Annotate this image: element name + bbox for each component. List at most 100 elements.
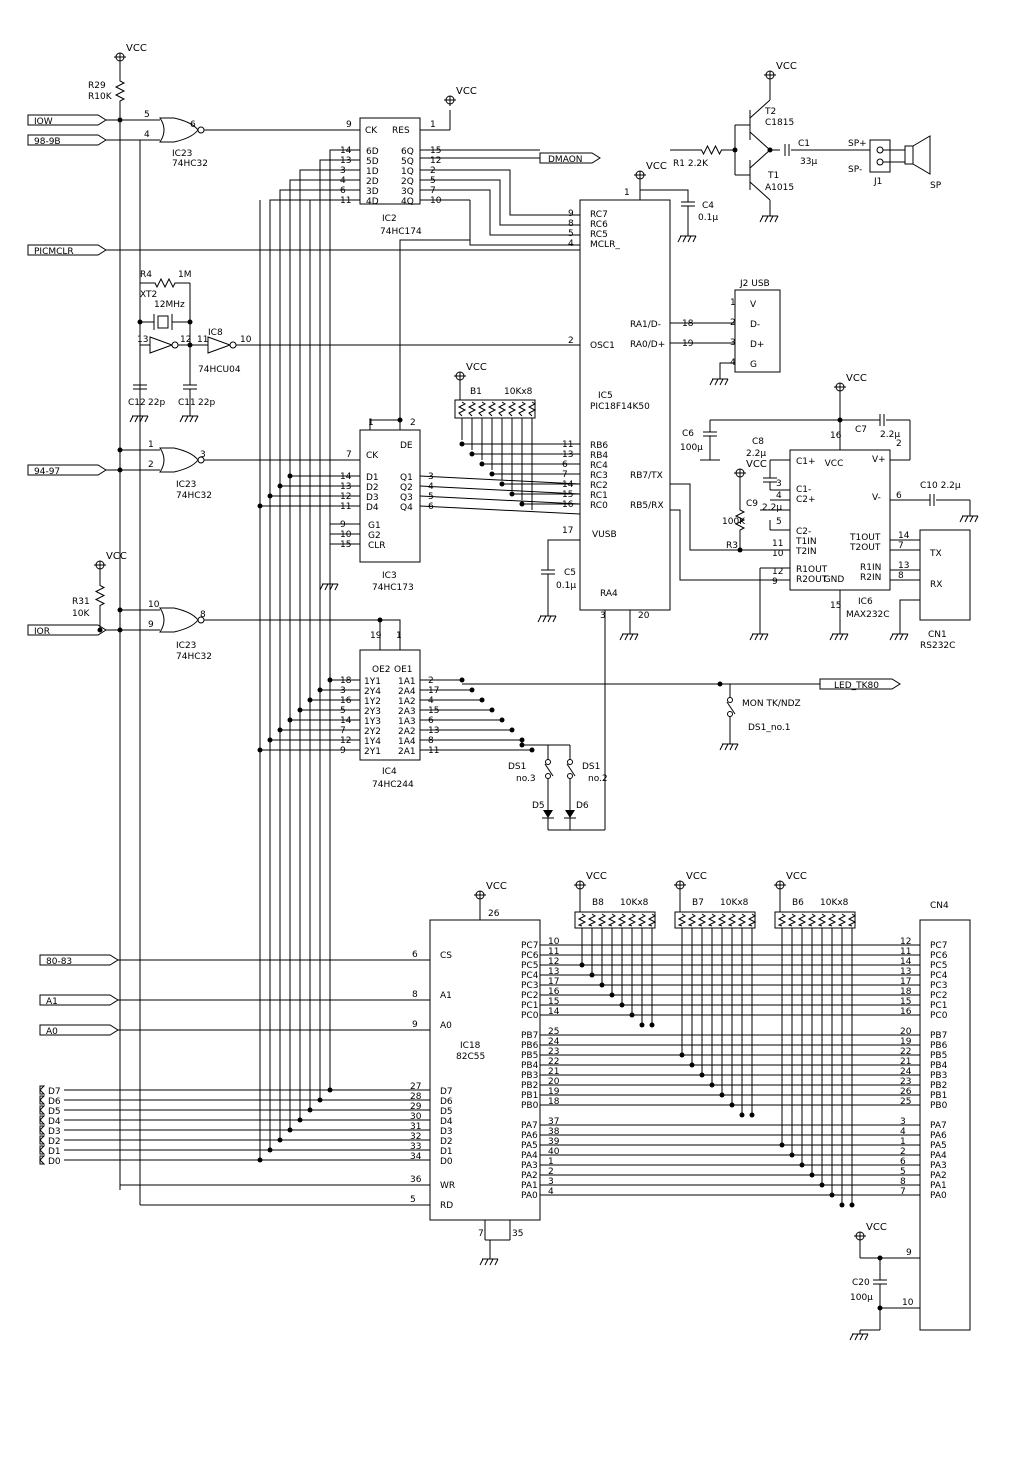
ic18-dpin-5: 32 xyxy=(410,1132,421,1142)
svg-text:18: 18 xyxy=(682,319,694,329)
cn4-pbpin-7: 25 xyxy=(900,1097,911,1107)
ic18-pc-1: PC6 xyxy=(521,951,539,961)
p989b-label-flag xyxy=(27,134,107,146)
ic4-apin-4: 6 xyxy=(428,716,434,726)
bus-d-6: D1 xyxy=(48,1147,61,1157)
cn4-pb-3: PB4 xyxy=(930,1061,948,1071)
ic18-pc-4: PC3 xyxy=(521,981,538,991)
ic18-pcpin-2: 12 xyxy=(548,957,559,967)
r29-value: R10K xyxy=(88,92,113,102)
ic18-pcpin-4: 17 xyxy=(548,977,559,987)
ic6-right-6: R2IN xyxy=(860,573,881,583)
cn4-pb-5: PB2 xyxy=(930,1081,947,1091)
ic5-part: PIC18F14K50 xyxy=(590,402,650,412)
svg-text:2: 2 xyxy=(896,439,902,449)
cn4-pa-1: PA6 xyxy=(930,1131,947,1141)
ic2-dpin-1: 13 xyxy=(340,156,351,166)
sp-minus: SP- xyxy=(848,165,862,175)
ic2-qpin-5: 10 xyxy=(430,196,442,206)
ic5-rbpin-0: 11 xyxy=(562,440,573,450)
ic2-d-1: 5D xyxy=(366,157,379,167)
ic2-qpin-0: 15 xyxy=(430,146,441,156)
cn4-papin-7: 7 xyxy=(900,1187,906,1197)
ic5-rb-1: RB4 xyxy=(590,451,608,461)
ic4-y-2: 1Y2 xyxy=(364,697,381,707)
ic4-apin-5: 13 xyxy=(428,726,439,736)
cn4-pc-1: PC6 xyxy=(930,951,948,961)
cn1-tx: TX xyxy=(929,549,942,559)
ic18-pc-7: PC0 xyxy=(521,1011,539,1021)
ledtk80-flag xyxy=(819,678,901,690)
bus-d-2: D5 xyxy=(48,1107,61,1117)
svg-text:5: 5 xyxy=(144,110,150,120)
svg-text:9: 9 xyxy=(412,1020,418,1030)
ic2-res: RES xyxy=(392,126,410,136)
vcc-ic5: VCC xyxy=(646,161,667,172)
ic4-apin-2: 4 xyxy=(428,696,434,706)
ic2-ref: IC2 xyxy=(382,214,397,224)
c5-label: C5 xyxy=(564,568,576,578)
ic18-pbpin-0: 25 xyxy=(548,1027,559,1037)
svg-text:19: 19 xyxy=(370,631,382,641)
ic2-dpin-5: 11 xyxy=(340,196,351,206)
c6-label: C6 xyxy=(682,429,694,439)
ic6-left-4: T1IN xyxy=(795,537,817,547)
vcc-b7: VCC xyxy=(686,871,707,882)
ic18-pcpin-3: 13 xyxy=(548,967,559,977)
c4-label: C4 xyxy=(702,201,714,211)
ic18-cs: CS xyxy=(440,951,452,961)
ic2-dpin-2: 3 xyxy=(340,166,346,176)
ic3-ctrl-0: G1 xyxy=(368,521,381,531)
cn4-pbpin-1: 19 xyxy=(900,1037,912,1047)
ic4-ypin-4: 14 xyxy=(340,716,352,726)
svg-text:3: 3 xyxy=(776,479,782,489)
cn4-pbpin-4: 24 xyxy=(900,1067,912,1077)
ic5-box xyxy=(579,199,671,611)
ic4-apin-3: 15 xyxy=(428,706,439,716)
cn4-papin-6: 8 xyxy=(900,1177,906,1187)
c8-label: C8 xyxy=(752,437,764,447)
ic4-a-6: 1A4 xyxy=(398,737,416,747)
svg-text:12: 12 xyxy=(180,335,191,345)
j2-box xyxy=(734,289,781,373)
svg-text:15: 15 xyxy=(830,601,841,611)
ic4-ypin-7: 9 xyxy=(340,746,346,756)
ic18-box xyxy=(429,919,541,1221)
a0-label-flag xyxy=(39,1024,119,1036)
ic18-dpin-6: 33 xyxy=(410,1142,421,1152)
ic3-d-2: D3 xyxy=(366,493,379,503)
p8083-label: 80-83 xyxy=(46,957,72,967)
ic18-papin-0: 37 xyxy=(548,1117,559,1127)
ic18-pb-6: PB1 xyxy=(521,1091,538,1101)
ic2-qpin-2: 2 xyxy=(430,166,436,176)
ic23-part-2: 74HC32 xyxy=(176,491,212,501)
svg-text:10: 10 xyxy=(240,335,252,345)
ic18-pcpin-0: 10 xyxy=(548,937,560,947)
vcc-r3: VCC xyxy=(746,459,767,470)
ic5-left-0: RC7 xyxy=(590,210,608,220)
usb-ref: J2 USB xyxy=(739,279,770,289)
xt2-label: XT2 xyxy=(140,290,157,300)
ic18-dpin-3: 30 xyxy=(410,1112,422,1122)
b6-label: B6 xyxy=(792,898,804,908)
ic6-ref: IC6 xyxy=(858,597,873,607)
cn4-pbpin-5: 23 xyxy=(900,1077,911,1087)
ic18-papin-7: 4 xyxy=(548,1187,554,1197)
ic5-leftpin-1: 8 xyxy=(568,219,574,229)
bus-d-5: D2 xyxy=(48,1137,61,1147)
ic4-y-4: 1Y3 xyxy=(364,717,381,727)
vcc-b1: VCC xyxy=(466,362,487,373)
ic6-right-4: T2OUT xyxy=(849,543,881,553)
ic4-ypin-1: 3 xyxy=(340,686,346,696)
j1-label: J1 xyxy=(873,177,882,187)
r29-label: R29 xyxy=(88,81,106,91)
svg-text:3: 3 xyxy=(200,450,206,460)
ic4-a-3: 2A3 xyxy=(398,707,416,717)
ic18-pbpin-1: 24 xyxy=(548,1037,560,1047)
b8-label: B8 xyxy=(592,898,604,908)
cn4-pc-3: PC4 xyxy=(930,971,948,981)
ic18-dpin-2: 29 xyxy=(410,1102,422,1112)
ic18-papin-3: 40 xyxy=(548,1147,560,1157)
ic5-vusb: VUSB xyxy=(592,530,617,540)
ic18-a0: A0 xyxy=(440,1021,452,1031)
